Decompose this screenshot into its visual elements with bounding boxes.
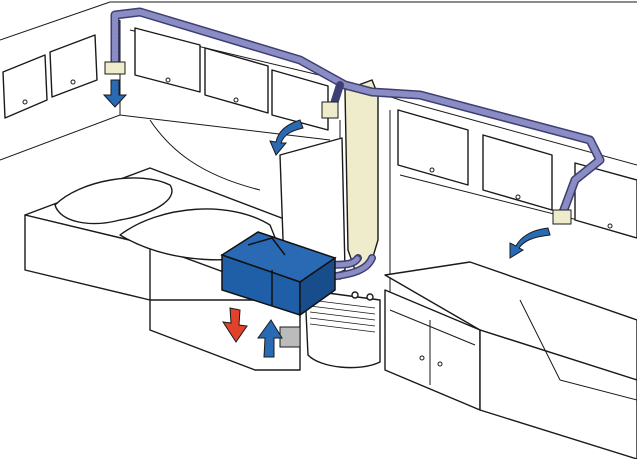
warm-air-arrow-icon: [221, 307, 248, 343]
arrow-curved-left-icon: [269, 119, 304, 156]
arrow-curved-left-icon: [509, 227, 551, 259]
overhead-cabinets-left: [2, 34, 98, 119]
airflow-arrows: [102, 79, 551, 358]
duct-column: [344, 79, 379, 272]
heater-unit: [304, 289, 381, 369]
air-outlet-right: [552, 209, 572, 225]
overhead-cabinets-center: [134, 27, 329, 131]
arrow-down-icon: [102, 79, 128, 108]
air-intake-grille: [279, 326, 301, 348]
air-outlet-left: [104, 61, 126, 75]
heating-unit-box: [220, 231, 337, 317]
lower-cabinet: [384, 261, 637, 459]
air-outlet-center: [321, 101, 339, 119]
intake-arrow-icon: [257, 319, 283, 358]
overhead-cabinets-right: [397, 109, 637, 239]
